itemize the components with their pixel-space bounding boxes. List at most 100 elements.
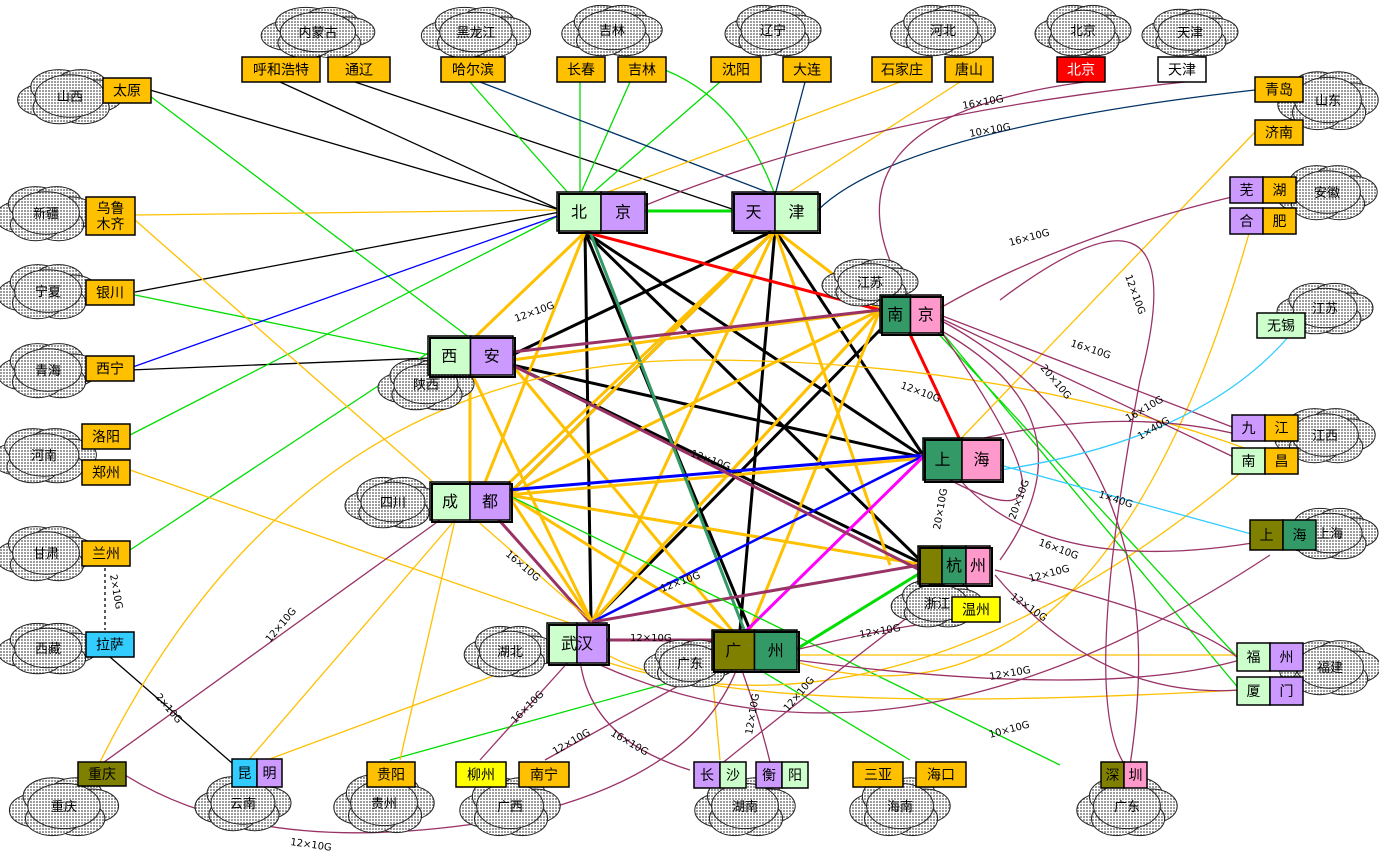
city-node-shenyang[interactable]: 沈阳 xyxy=(710,56,762,83)
split-node-wuhu[interactable]: 芜湖 xyxy=(1229,176,1297,204)
core-node-wuhan[interactable]: 武汉 xyxy=(546,622,610,666)
city-label: 吉林 xyxy=(628,63,656,79)
split-node-left-label: 长 xyxy=(700,768,714,784)
city-node-sanya[interactable]: 三亚 xyxy=(852,761,904,788)
city-node-wenzhou[interactable]: 温州 xyxy=(951,596,1001,623)
province-label: 云南 xyxy=(230,796,256,812)
core-node-left-label: 广 xyxy=(725,641,741,660)
link-capacity-label: 12×10G xyxy=(782,675,817,714)
split-node-xiamen[interactable]: 厦门 xyxy=(1236,676,1304,706)
city-node-nanning[interactable]: 南宁 xyxy=(518,761,570,788)
city-node-haikou[interactable]: 海口 xyxy=(915,761,967,788)
core-node-right-label: 都 xyxy=(482,492,498,511)
link-capacity-label: 12×10G xyxy=(1028,564,1071,585)
city-node-tongliao[interactable]: 通辽 xyxy=(327,56,391,83)
city-node-chongqing[interactable]: 重庆 xyxy=(77,761,127,787)
c-ningxia-cloud: 宁夏 xyxy=(0,264,99,320)
city-label: 柳州 xyxy=(467,767,495,784)
city-label: 青岛 xyxy=(1265,83,1293,99)
split-node-changsha[interactable]: 长沙 xyxy=(693,761,747,789)
city-node-luoyang[interactable]: 洛阳 xyxy=(81,423,131,450)
province-label: 甘肃 xyxy=(33,547,59,562)
core-node-right-label: 海 xyxy=(973,450,989,469)
core-node-right-label: 州 xyxy=(768,641,784,660)
city-node-shijiazhuang[interactable]: 石家庄 xyxy=(871,56,933,83)
core-node-tianjin[interactable]: 天津 xyxy=(731,191,821,234)
c-shanxi-cloud: 山西 xyxy=(17,69,123,125)
city-node-yinchuan[interactable]: 银川 xyxy=(85,279,135,306)
core-node-shanghai[interactable]: 上海 xyxy=(922,437,1004,483)
split-node-hefei[interactable]: 合肥 xyxy=(1229,207,1297,235)
city-label: 济南 xyxy=(1265,126,1293,142)
core-node-chengdu[interactable]: 成都 xyxy=(429,481,513,523)
c-tianjin-cloud: 天津 xyxy=(1141,8,1239,57)
core-node-nanjing[interactable]: 南京 xyxy=(879,294,944,336)
split-node-nanchang[interactable]: 南昌 xyxy=(1231,447,1299,475)
city-label: 重庆 xyxy=(88,767,116,783)
link-capacity-label: 12×10G xyxy=(689,448,732,473)
link-capacity-label: 2×10G xyxy=(107,574,124,611)
c-guangdong-sz-cloud: 广东 xyxy=(1076,777,1178,837)
split-node-hengyang[interactable]: 衡阳 xyxy=(755,761,809,789)
province-clouds: 内蒙古黑龙江吉林辽宁河北北京天津山东安徽江苏江西上海福建山西新疆宁夏青海河南甘肃… xyxy=(0,4,1379,837)
core-node-label: 武汉 xyxy=(561,634,593,653)
city-node-lanzhou[interactable]: 兰州 xyxy=(81,540,131,567)
city-node-qingdao[interactable]: 青岛 xyxy=(1254,76,1304,103)
city-node-wuxi[interactable]: 无锡 xyxy=(1256,312,1306,339)
city-node-beijing-local[interactable]: 北京 xyxy=(1056,56,1106,83)
city-label: 拉萨 xyxy=(96,638,124,654)
split-node-shanghai-local[interactable]: 上海 xyxy=(1249,519,1317,551)
split-node-right-label: 门 xyxy=(1280,684,1294,700)
province-label: 海南 xyxy=(887,799,913,815)
city-node-tangshan[interactable]: 唐山 xyxy=(944,56,994,83)
city-node-tianjin-local[interactable]: 天津 xyxy=(1157,56,1207,83)
province-label: 江西 xyxy=(1312,429,1338,444)
split-node-right-label: 明 xyxy=(263,766,277,782)
link-capacity-label: 12×10G xyxy=(989,665,1032,683)
split-node-right-label: 江 xyxy=(1275,421,1289,437)
core-node-beijing[interactable]: 北京 xyxy=(556,191,648,234)
core-node-guangzhou[interactable]: 广州 xyxy=(711,629,800,673)
city-node-haerbin[interactable]: 哈尔滨 xyxy=(440,56,506,83)
city-node-zhengzhou[interactable]: 郑州 xyxy=(81,459,131,486)
city-node-jilin[interactable]: 吉林 xyxy=(617,56,667,83)
split-node-jiujiang[interactable]: 九江 xyxy=(1231,414,1299,442)
city-label: 通辽 xyxy=(345,63,373,79)
split-node-left-label: 合 xyxy=(1240,214,1254,230)
city-label: 木齐 xyxy=(97,217,125,233)
core-node-hangzhou[interactable]: 杭州 xyxy=(917,545,993,587)
city-node-liuzhou[interactable]: 柳州 xyxy=(455,761,507,788)
link-capacity-label: 16×10G xyxy=(1008,228,1051,249)
province-label: 江苏 xyxy=(857,275,883,291)
split-node-fuzhou[interactable]: 福州 xyxy=(1236,642,1304,672)
c-guizhou-cloud: 贵州 xyxy=(333,774,435,834)
split-node-left-label: 芜 xyxy=(1240,182,1254,199)
split-node-left-label: 衡 xyxy=(762,768,776,784)
city-label: 石家庄 xyxy=(881,62,923,79)
split-node-kunming[interactable]: 昆明 xyxy=(231,758,283,788)
province-label: 吉林 xyxy=(599,24,625,39)
city-node-jinan[interactable]: 济南 xyxy=(1254,119,1304,146)
split-node-left-label: 昆 xyxy=(238,766,252,782)
city-node-taiyuan[interactable]: 太原 xyxy=(102,77,152,104)
city-node-lasa[interactable]: 拉萨 xyxy=(85,631,135,658)
link-capacity-label: 2×10G xyxy=(153,692,184,726)
city-label: 贵阳 xyxy=(377,768,405,784)
split-node-shenzhen[interactable]: 深圳 xyxy=(1100,761,1148,789)
core-node-xian[interactable]: 西安 xyxy=(427,335,516,378)
city-label: 哈尔滨 xyxy=(452,63,494,79)
city-label: 海口 xyxy=(927,768,955,784)
city-node-huhehaote[interactable]: 呼和浩特 xyxy=(241,56,321,83)
city-node-dalian[interactable]: 大连 xyxy=(782,56,832,83)
city-label: 温州 xyxy=(962,603,990,619)
nodes-layer: 呼和浩特通辽哈尔滨长春吉林沈阳大连石家庄唐山北京天津青岛济南太原乌鲁木齐银川西宁… xyxy=(77,56,1317,789)
c-jilin-cloud: 吉林 xyxy=(561,4,663,57)
link-capacity-label: 12×10G xyxy=(551,727,593,757)
split-node-right-label: 湖 xyxy=(1273,183,1287,199)
c-chongqing-cloud: 重庆 xyxy=(8,777,120,837)
city-node-guiyang[interactable]: 贵阳 xyxy=(366,761,416,788)
city-node-xining[interactable]: 西宁 xyxy=(85,355,135,382)
city-node-changchun[interactable]: 长春 xyxy=(556,56,606,83)
split-node-left-label: 上 xyxy=(1260,528,1274,544)
